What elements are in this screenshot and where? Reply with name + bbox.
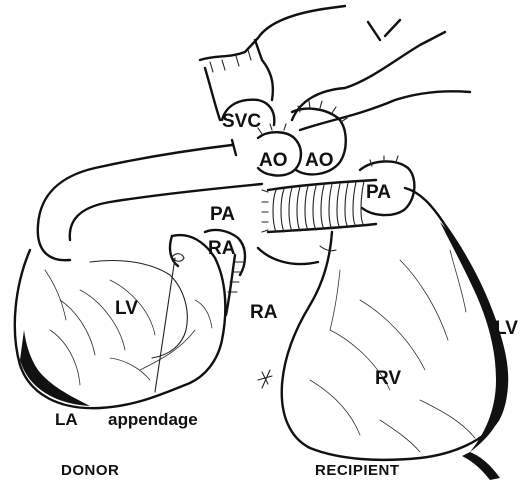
label-ao-recipient: AO xyxy=(305,150,334,171)
label-svc: SVC xyxy=(222,111,261,132)
label-la: LA xyxy=(55,410,78,429)
donor-heart xyxy=(15,145,262,408)
label-lv-recipient: LV xyxy=(495,318,518,339)
label-ra-donor: RA xyxy=(208,238,236,259)
label-ra-recipient: RA xyxy=(250,302,278,323)
label-ao-donor: AO xyxy=(259,150,288,171)
label-pa-donor: PA xyxy=(210,204,235,225)
label-pa-recipient: PA xyxy=(366,182,391,203)
label-lv-donor: LV xyxy=(115,298,138,319)
label-rv: RV xyxy=(375,368,401,389)
recipient-heart xyxy=(258,188,508,480)
caption-donor: DONOR xyxy=(61,462,119,479)
caption-recipient: RECIPIENT xyxy=(315,462,400,479)
pa-conduit-graft xyxy=(262,180,376,232)
label-appendage: appendage xyxy=(108,410,198,429)
